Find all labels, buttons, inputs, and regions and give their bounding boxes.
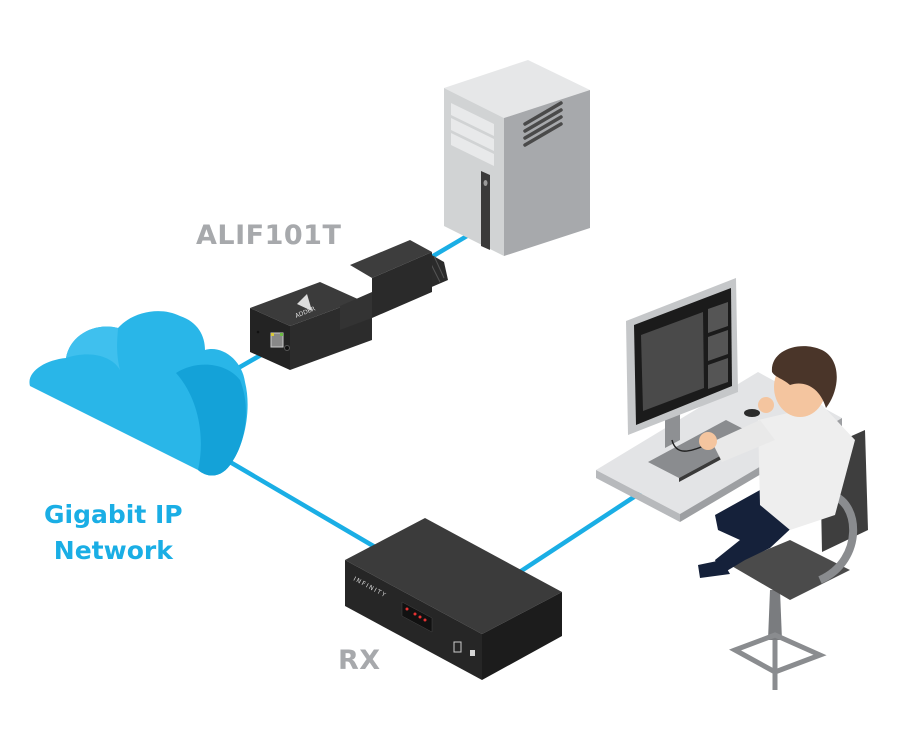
- drive-bay-2: [451, 118, 494, 151]
- dongle-mid-side: [340, 292, 372, 330]
- monitor-window-main: [641, 312, 704, 411]
- label-alif101t: ALIF101T: [196, 220, 342, 251]
- rx-receiver: INFINITY: [345, 518, 562, 680]
- power-button: [483, 180, 488, 186]
- tower-top: [444, 60, 590, 118]
- cloud-network: [29, 311, 248, 476]
- rj45-port: [270, 332, 284, 348]
- shoe: [698, 560, 730, 578]
- mouse: [744, 409, 760, 417]
- cable-cloud-to-rx: [227, 459, 378, 550]
- rx-adder-logo: [470, 650, 475, 656]
- desk-edge-front: [596, 470, 680, 522]
- label-rx: RX: [338, 645, 381, 676]
- torso: [758, 405, 855, 530]
- drive-bay-3: [451, 133, 494, 166]
- dongle-head-front: [250, 308, 290, 370]
- arm: [712, 420, 775, 462]
- dongle-body-side: [372, 252, 432, 318]
- hand: [699, 432, 717, 450]
- rx-port: [453, 641, 462, 653]
- rx-led-display: [401, 601, 433, 633]
- chair-seat: [730, 540, 850, 600]
- hair: [771, 346, 837, 408]
- tower-side: [504, 90, 590, 256]
- alif101t-device: ADDER: [250, 240, 448, 370]
- cloud-shade: [176, 364, 246, 476]
- cable-rx-to-desk: [512, 490, 643, 578]
- rx-leds: [405, 607, 427, 622]
- dc-socket: [284, 345, 290, 351]
- monitor-panel-3: [708, 358, 728, 389]
- user-figure: [698, 346, 868, 690]
- rx-top: [345, 518, 562, 634]
- vent-grille: [523, 101, 563, 147]
- drive-bay-1: [451, 103, 494, 136]
- monitor-panel-1: [708, 302, 728, 333]
- cloud-highlight: [66, 326, 120, 370]
- status-led: [256, 330, 260, 334]
- label-gigabit-ip-network: Gigabit IP Network: [44, 497, 183, 569]
- power-strip: [481, 171, 490, 250]
- label-network-line2: Network: [53, 536, 173, 565]
- rx-side: [482, 592, 562, 680]
- tower-computer: [444, 60, 590, 256]
- dongle-body-top: [350, 240, 432, 278]
- hand-mouse: [758, 397, 774, 413]
- monitor-stand: [665, 412, 680, 448]
- label-network-line1: Gigabit IP: [44, 500, 183, 529]
- monitor-panel-2: [708, 330, 728, 361]
